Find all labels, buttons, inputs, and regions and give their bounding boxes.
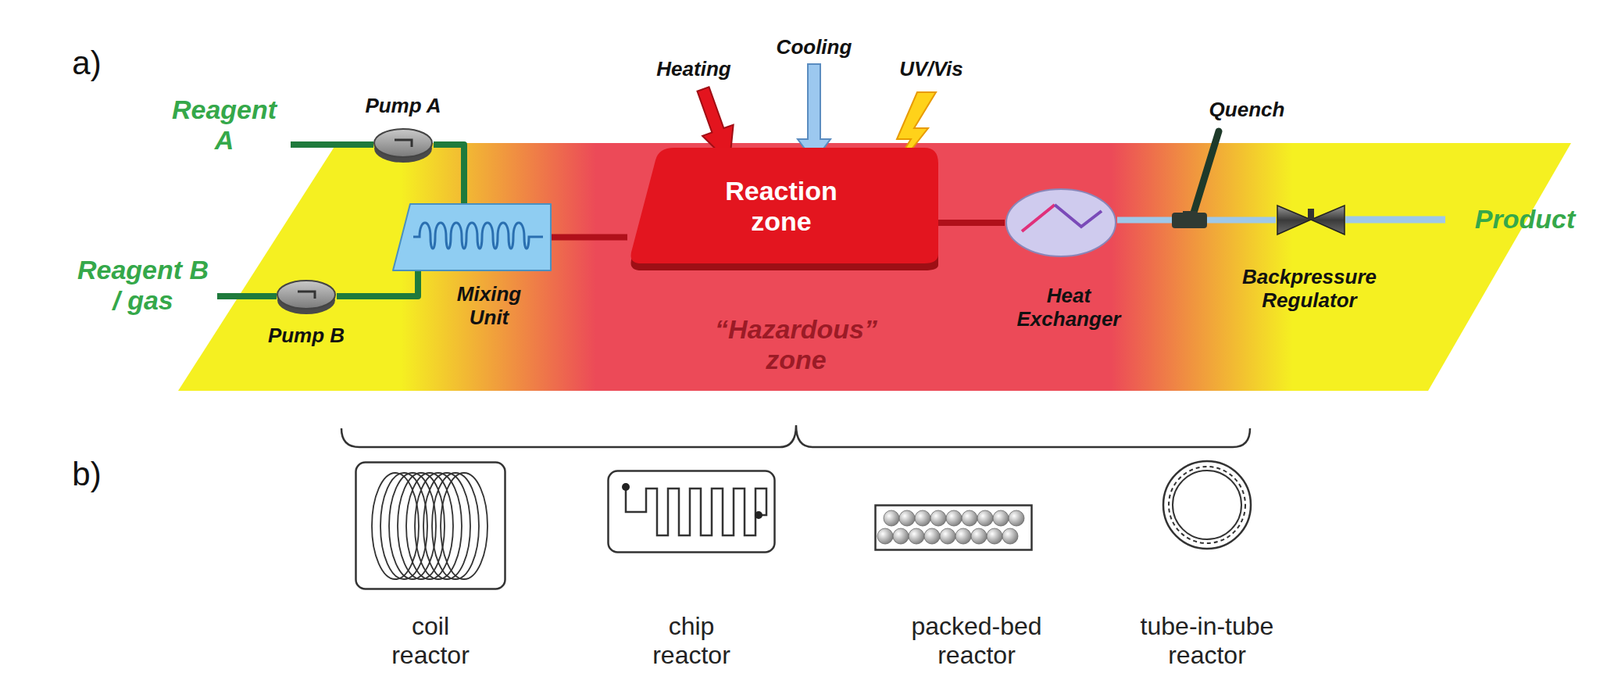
reagent-label: Reagent A xyxy=(165,94,283,156)
reaction-tube xyxy=(550,234,628,241)
product-label: Product xyxy=(1475,203,1575,235)
hex-shape xyxy=(1004,187,1118,258)
condition-label: UV/Vis xyxy=(899,57,963,82)
heat-exchanger: Heat Exchanger xyxy=(1004,187,1118,258)
node-label: Quench xyxy=(1209,98,1286,122)
chip-shape xyxy=(607,469,776,554)
node-label: Pump B xyxy=(267,324,345,348)
node-label: Heat Exchanger xyxy=(1010,284,1128,332)
panel-letter: a) xyxy=(71,44,101,83)
node-label: coil reactor xyxy=(386,611,475,670)
outlet-tube xyxy=(1117,217,1172,224)
node-label: Backpressure Regulator xyxy=(1235,265,1384,313)
reagent-tube xyxy=(433,144,465,204)
zone-label: “Hazardous” zone xyxy=(700,314,893,375)
node-label: Pump A xyxy=(364,94,441,118)
node-label: Mixing Unit xyxy=(445,282,533,330)
coil-reactor: coil reactor xyxy=(354,460,507,590)
outlet-tube xyxy=(1345,216,1446,224)
bracket xyxy=(341,425,1250,447)
quench-inlet xyxy=(1193,131,1219,213)
reagent-a-tube xyxy=(290,141,374,148)
reaction-tube xyxy=(938,219,1005,226)
outlet-tube xyxy=(1207,217,1276,224)
node-label: Reaction zone xyxy=(713,175,850,237)
node-label: tube-in-tube reactor xyxy=(1125,611,1290,670)
pump: Pump B xyxy=(275,276,337,316)
quench-tee: Quench xyxy=(1171,210,1208,229)
coil-shape xyxy=(354,460,507,590)
pump-shape xyxy=(275,276,337,316)
condition-label: Cooling xyxy=(776,35,853,60)
reagent-label: Reagent B / gas xyxy=(73,254,213,316)
chip-reactor: chip reactor xyxy=(607,469,776,554)
node-label: chip reactor xyxy=(643,611,740,670)
pump: Pump A xyxy=(372,125,434,165)
node-label: packed-bed reactor xyxy=(900,611,1054,670)
tube-in-tube-reactor: tube-in-tube reactor xyxy=(1160,458,1254,551)
backpressure-valve: Backpressure Regulator xyxy=(1275,202,1347,238)
cooling-arrow xyxy=(797,64,831,161)
panel-letter: b) xyxy=(71,455,101,493)
tee-shape xyxy=(1171,210,1208,229)
reaction-zone: Reaction zone xyxy=(627,147,939,271)
packed-shape xyxy=(874,503,1033,551)
condition-label: Heating xyxy=(656,57,731,82)
mixing-unit: Mixing Unit xyxy=(392,203,551,271)
reagent-tube xyxy=(336,270,418,297)
zone-band xyxy=(178,142,1572,391)
tube-shape xyxy=(1160,458,1254,551)
pump-shape xyxy=(372,125,434,165)
reagent-b-tube xyxy=(217,292,277,300)
mixer-shape xyxy=(392,203,551,271)
packed-bed-reactor: packed-bed reactor xyxy=(874,503,1033,551)
valve-shape xyxy=(1275,202,1347,238)
